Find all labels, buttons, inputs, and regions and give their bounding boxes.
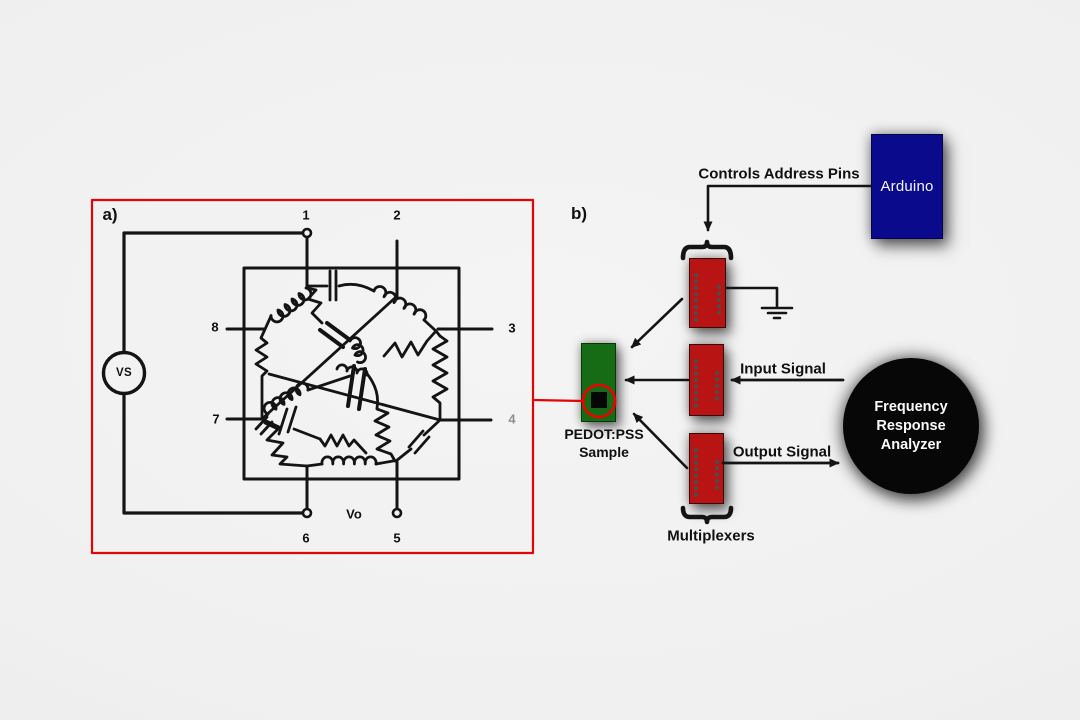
multiplexers-label: Multiplexers [667,527,755,545]
sample-label: PEDOT:PSS Sample [564,425,643,461]
mux1-pin-dots-left [693,272,699,323]
mux1-pin-dots-right [716,284,722,316]
controls-address-pins-label: Controls Address Pins [698,165,860,183]
frequency-response-analyzer: Frequency Response Analyzer [843,358,979,494]
output-signal-label: Output Signal [732,443,832,461]
analyzer-line-1: Frequency [874,398,948,415]
mux3-pin-dots-left [693,447,699,498]
panel-a-red-border [90,198,535,555]
panel-a-label: a) [102,205,118,224]
panel-b-label: b) [570,204,588,223]
vs-wiring [122,231,304,515]
vs-source-label: VS [116,367,132,379]
mux1-to-sample-arrow [630,297,684,349]
pin-label-4: 4 [508,411,516,427]
dut-box [242,266,461,481]
circuit-network [254,269,449,468]
pin-label-3: 3 [508,320,516,336]
brace-bottom [680,505,734,525]
brace-top [680,239,734,261]
controls-line [703,184,873,232]
pin-label-6: 6 [302,530,310,546]
pin-label-7: 7 [212,411,220,427]
sample-link-red-line [531,398,586,403]
mux2-pin-dots-left [693,358,699,409]
pin-label-2: 2 [393,207,401,223]
panel-a [90,198,535,555]
analyzer-line-2: Response [876,417,946,434]
sample-contact-square [591,392,607,408]
mux2-pin-dots-right [714,370,720,402]
arduino-box: Arduino [871,134,943,239]
mux3-pin-dots-right [714,459,720,491]
pedot-sample-board [581,343,616,422]
pin-label-5: 5 [393,530,401,546]
arduino-label: Arduino [880,178,934,195]
pin-stubs [225,236,494,511]
terminals [301,227,403,519]
analyzer-line-3: Analyzer [880,436,942,453]
sample-label-line-2: Sample [579,444,629,460]
pin-label-8: 8 [211,319,219,335]
multiplexer-2 [689,344,724,416]
ground-symbol [724,286,794,320]
sample-label-line-1: PEDOT:PSS [564,426,644,442]
vo-output-label: Vo [346,506,362,522]
multiplexer-1 [689,258,726,328]
multiplexer-3 [689,433,724,504]
input-signal-label: Input Signal [740,360,826,378]
pin-label-1: 1 [302,207,310,223]
